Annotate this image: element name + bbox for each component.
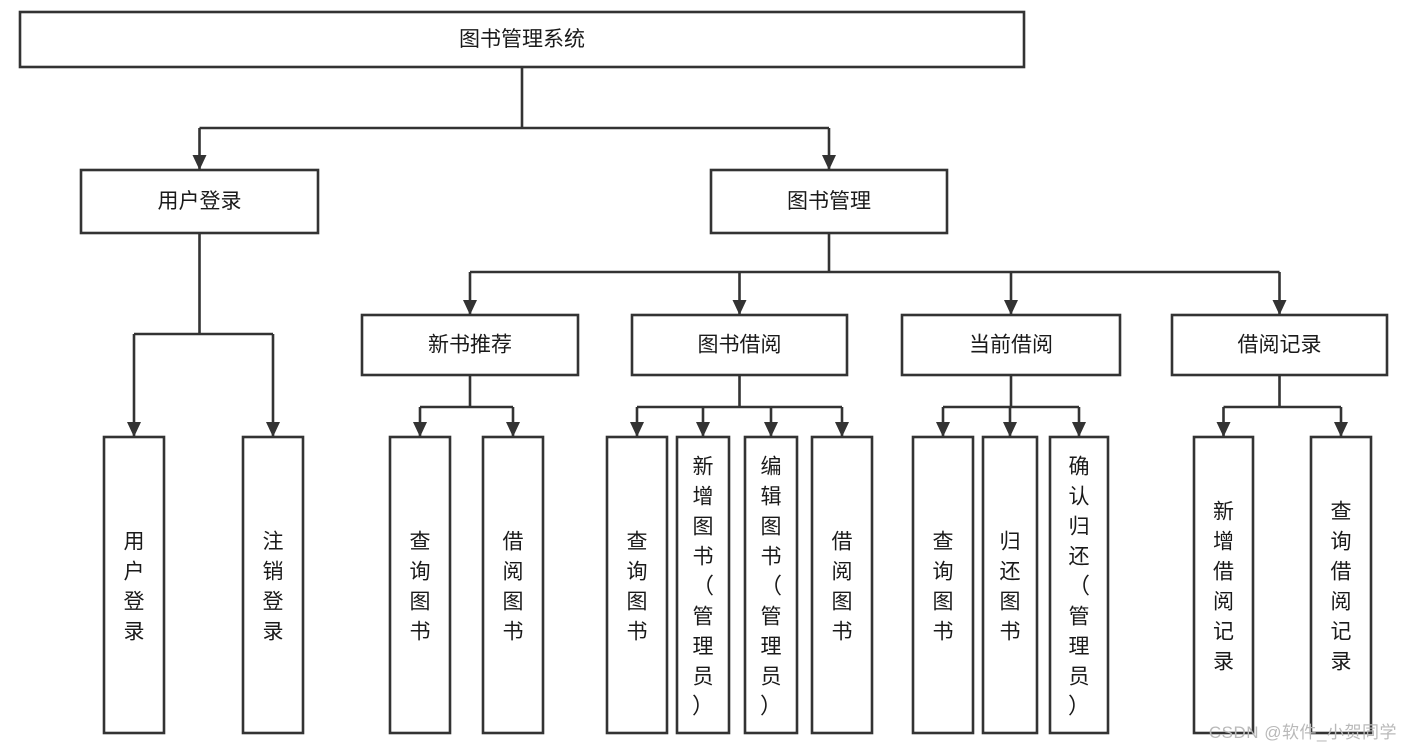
- node-leaf-0-用户登录-label: 用户登录: [124, 530, 145, 643]
- node-leaf-8-查询图书-label: 查询图书: [933, 530, 954, 643]
- node-layer: 图书管理系统用户登录图书管理新书推荐图书借阅当前借阅借阅记录用户登录注销登录查询…: [18, 10, 1389, 735]
- edge-root-arrow-1: [822, 155, 836, 170]
- node-leaf-10-确认归还管理员-label: 确认归还（管理员）: [1068, 455, 1090, 718]
- edge-new-book-arrow-1: [506, 422, 520, 437]
- node-leaf-5-新增图书管理员-label: 新增图书（管理员）: [692, 455, 714, 718]
- node-leaf-6-编辑图书管理员-label: 编辑图书（管理员）: [760, 455, 782, 718]
- node-leaf-4-查询图书-label: 查询图书: [627, 530, 648, 643]
- node-leaf-5-新增图书管理员[interactable]: 新增图书（管理员）: [675, 435, 731, 735]
- node-l3-借阅记录[interactable]: 借阅记录: [1170, 313, 1389, 377]
- edge-current-arrow-2: [1072, 422, 1086, 437]
- node-leaf-9-归还图书[interactable]: 归还图书: [981, 435, 1039, 735]
- edge-current-arrow-1: [1003, 422, 1017, 437]
- edge-records-arrow-1: [1334, 422, 1348, 437]
- node-leaf-2-查询图书[interactable]: 查询图书: [388, 435, 452, 735]
- node-leaf-1-注销登录[interactable]: 注销登录: [241, 435, 305, 735]
- node-leaf-1-注销登录-label: 注销登录: [263, 530, 284, 643]
- node-leaf-4-查询图书[interactable]: 查询图书: [605, 435, 669, 735]
- node-leaf-12-查询借阅记录-label: 查询借阅记录: [1331, 500, 1352, 673]
- edge-borrow-arrow-3: [835, 422, 849, 437]
- connector-layer: [127, 67, 1348, 437]
- node-l3-图书借阅[interactable]: 图书借阅: [630, 313, 849, 377]
- node-l3-新书推荐[interactable]: 新书推荐: [360, 313, 580, 377]
- node-l3-借阅记录-label: 借阅记录: [1238, 334, 1322, 357]
- node-leaf-6-编辑图书管理员[interactable]: 编辑图书（管理员）: [743, 435, 799, 735]
- edge-book-mgmt-arrow-1: [732, 300, 747, 315]
- node-leaf-3-借阅图书[interactable]: 借阅图书: [481, 435, 545, 735]
- node-l3-新书推荐-label: 新书推荐: [428, 334, 512, 357]
- edge-root-arrow-0: [192, 155, 207, 170]
- node-l3-图书借阅-label: 图书借阅: [698, 334, 782, 357]
- edge-borrow-arrow-1: [696, 422, 710, 437]
- node-leaf-7-借阅图书-label: 借阅图书: [832, 530, 853, 643]
- node-l2-用户登录-label: 用户登录: [158, 190, 242, 213]
- node-leaf-9-归还图书-label: 归还图书: [1000, 530, 1021, 643]
- edge-book-mgmt-arrow-3: [1272, 300, 1287, 315]
- node-l3-当前借阅[interactable]: 当前借阅: [900, 313, 1122, 377]
- node-l2-图书管理[interactable]: 图书管理: [709, 168, 949, 235]
- node-leaf-2-查询图书-label: 查询图书: [410, 530, 431, 643]
- node-root-图书管理系统-label: 图书管理系统: [459, 28, 585, 51]
- node-leaf-8-查询图书[interactable]: 查询图书: [911, 435, 975, 735]
- node-root-图书管理系统[interactable]: 图书管理系统: [18, 10, 1026, 69]
- node-leaf-3-借阅图书-label: 借阅图书: [503, 530, 524, 643]
- node-leaf-11-新增借阅记录[interactable]: 新增借阅记录: [1192, 435, 1255, 735]
- edge-book-mgmt-arrow-2: [1004, 300, 1018, 315]
- edge-new-book-arrow-0: [413, 422, 427, 437]
- edge-user-login-arrow-1: [266, 422, 280, 437]
- edge-borrow-arrow-0: [630, 422, 644, 437]
- node-leaf-12-查询借阅记录[interactable]: 查询借阅记录: [1309, 435, 1373, 735]
- node-l2-用户登录[interactable]: 用户登录: [79, 168, 320, 235]
- node-leaf-0-用户登录[interactable]: 用户登录: [102, 435, 166, 735]
- node-leaf-7-借阅图书[interactable]: 借阅图书: [810, 435, 874, 735]
- node-leaf-10-确认归还管理员[interactable]: 确认归还（管理员）: [1048, 435, 1110, 735]
- edge-book-mgmt-arrow-0: [463, 300, 477, 315]
- edge-user-login-arrow-0: [127, 422, 141, 437]
- node-l2-图书管理-label: 图书管理: [787, 190, 871, 213]
- node-leaf-11-新增借阅记录-label: 新增借阅记录: [1213, 500, 1234, 673]
- edge-borrow-arrow-2: [764, 422, 778, 437]
- edge-records-arrow-0: [1216, 422, 1231, 437]
- edge-current-arrow-0: [936, 422, 950, 437]
- node-l3-当前借阅-label: 当前借阅: [969, 334, 1053, 357]
